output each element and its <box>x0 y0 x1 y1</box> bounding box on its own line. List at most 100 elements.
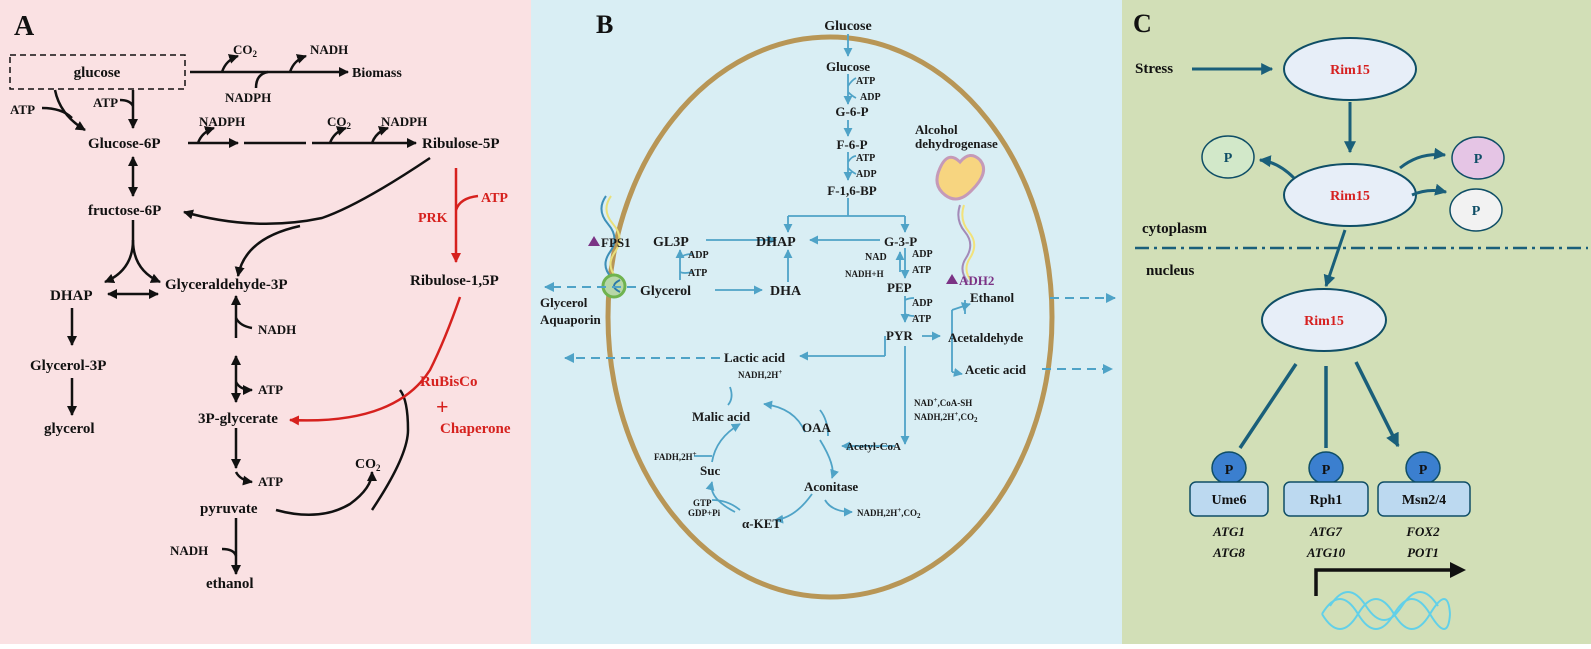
b-fps1: FPS1 <box>601 235 631 250</box>
b-nadh2h-co2: NADH,2H+,CO2 <box>914 410 978 424</box>
c-nucleus: nucleus <box>1146 263 1195 279</box>
a-plus: + <box>436 394 449 419</box>
glucose-box <box>9 54 186 90</box>
a-co2-2: CO2 <box>327 114 352 131</box>
a-glucose-6p: Glucose-6P <box>88 136 161 152</box>
b-adp-2: ADP <box>856 169 877 180</box>
a-glycolysis-arrows <box>67 156 431 416</box>
c-p-green: P <box>1224 151 1233 166</box>
b-atp-3: ATP <box>688 268 707 279</box>
b-glycerol-arrows <box>675 235 971 445</box>
b-adp-3: ADP <box>688 250 709 261</box>
b-adp-5: ADP <box>912 298 933 309</box>
b-oaa: OAA <box>802 420 832 435</box>
b-atp-5: ATP <box>912 314 931 325</box>
a-fructose-6p: fructose-6P <box>88 203 161 219</box>
b-aconitase: Aconitase <box>804 479 858 494</box>
c-phospho-arrows <box>1258 147 1448 197</box>
c-rph1: Rph1 <box>1310 493 1343 508</box>
a-dhap: DHAP <box>50 288 93 304</box>
a-biomass-branch <box>190 54 349 89</box>
b-g6p: G-6-P <box>835 104 868 119</box>
a-atp-1: ATP <box>10 102 35 117</box>
a-nadph-1: NADPH <box>225 90 271 105</box>
b-adh2: ADH2 <box>959 273 994 288</box>
c-cytoplasm: cytoplasm <box>1142 221 1208 237</box>
c-atg8: ATG8 <box>1212 545 1245 560</box>
ume6-box <box>1189 481 1269 517</box>
a-ribulose-15p: Ribulose-1,5P <box>410 273 499 289</box>
a-glucose: glucose <box>74 65 121 81</box>
b-acetyl-coa: Acetyl-CoA <box>846 441 901 453</box>
a-glucose-to-g6p-arrows <box>41 89 138 132</box>
b-nad: NAD <box>865 252 887 263</box>
a-biomass: Biomass <box>352 66 402 81</box>
b-suc: Suc <box>700 463 720 478</box>
b-pyr: PYR <box>886 328 913 343</box>
b-ethanol: Ethanol <box>970 290 1014 305</box>
b-nadh2h-co2-2: NADH,2H+,CO2 <box>857 506 921 520</box>
b-f6p: F-6-P <box>836 137 867 152</box>
b-gtp: GTP <box>693 498 712 508</box>
panel-a: A glucose CO2 NADH Biomass NADPH ATP ATP… <box>0 0 531 644</box>
a-atp-3: ATP <box>258 382 283 397</box>
b-glucose-in: Glucose <box>826 59 870 74</box>
a-nadh-3: NADH <box>170 543 208 558</box>
b-atp-4: ATP <box>912 265 931 276</box>
adh-chain-2-icon <box>961 204 976 283</box>
b-fadh2h: FADH,2H+ <box>654 450 697 462</box>
b-glucose-out: Glucose <box>824 19 871 34</box>
c-ume6: Ume6 <box>1212 493 1247 508</box>
a-lower-glycolysis-arrows <box>221 295 410 575</box>
adh2-marker-icon <box>946 274 958 284</box>
p-green-node <box>1201 135 1255 179</box>
c-rim15-3: Rim15 <box>1304 314 1344 329</box>
c-fox2: FOX2 <box>1405 524 1440 539</box>
c-rim15-nuclear-arrow <box>1323 229 1347 288</box>
b-dhap: DHAP <box>756 235 796 250</box>
alcohol-dehydrogenase-icon <box>935 154 986 201</box>
rim15-node-1 <box>1283 37 1417 101</box>
rim15-node-3 <box>1261 288 1387 352</box>
b-adp-4: ADP <box>912 249 933 260</box>
panel-b: B Glucose Glucose ATP ADP G-6-P F-6-P AT… <box>531 0 1122 644</box>
a-chaperone: Chaperone <box>440 421 511 437</box>
b-tca-arrows <box>694 386 895 524</box>
panel-c: C Stress Rim15 Rim15 P P P cytoplasm nuc… <box>1122 0 1591 644</box>
b-atp-2: ATP <box>856 153 875 164</box>
c-atg10: ATG10 <box>1306 545 1346 560</box>
c-rim15-1: Rim15 <box>1330 63 1370 78</box>
rph1-box <box>1283 481 1369 517</box>
panel-a-background <box>0 0 531 644</box>
c-atg1: ATG1 <box>1212 524 1245 539</box>
c-atg7: ATG7 <box>1309 524 1342 539</box>
a-nadph-3: NADPH <box>381 114 427 129</box>
c-p-white: P <box>1472 204 1481 219</box>
b-alcohol-dh-2: dehydrogenase <box>915 136 998 151</box>
b-glycerol-aquaporin-2: Aquaporin <box>540 312 601 327</box>
c-pot1: POT1 <box>1407 545 1439 560</box>
b-acetaldehyde: Acetaldehyde <box>948 330 1023 345</box>
b-glycerol-aquaporin-1: Glycerol <box>540 295 588 310</box>
panel-b-label: B <box>596 10 613 39</box>
a-glycerol: glycerol <box>44 421 95 437</box>
b-nadh-h: NADH+H <box>845 269 884 279</box>
b-nadh2h-1: NADH,2H+ <box>738 368 782 380</box>
adh-chain-icon <box>957 204 972 283</box>
b-adp-1: ADP <box>860 92 881 103</box>
a-pyruvate: pyruvate <box>200 501 258 517</box>
a-nadh-1: NADH <box>310 42 348 57</box>
c-p-rph1: P <box>1322 463 1331 478</box>
a-nadh-2: NADH <box>258 322 296 337</box>
a-prk: PRK <box>418 211 448 226</box>
b-acetic-acid: Acetic acid <box>965 362 1027 377</box>
a-3p-glycerate: 3P-glycerate <box>198 411 278 427</box>
fps1-marker-icon <box>588 236 600 246</box>
b-gl3p: GL3P <box>653 235 689 250</box>
b-akg: α-KET <box>742 516 781 531</box>
p-white-node <box>1449 188 1503 232</box>
b-alcohol-dh-1: Alcohol <box>915 122 958 137</box>
a-atp-2: ATP <box>93 95 118 110</box>
